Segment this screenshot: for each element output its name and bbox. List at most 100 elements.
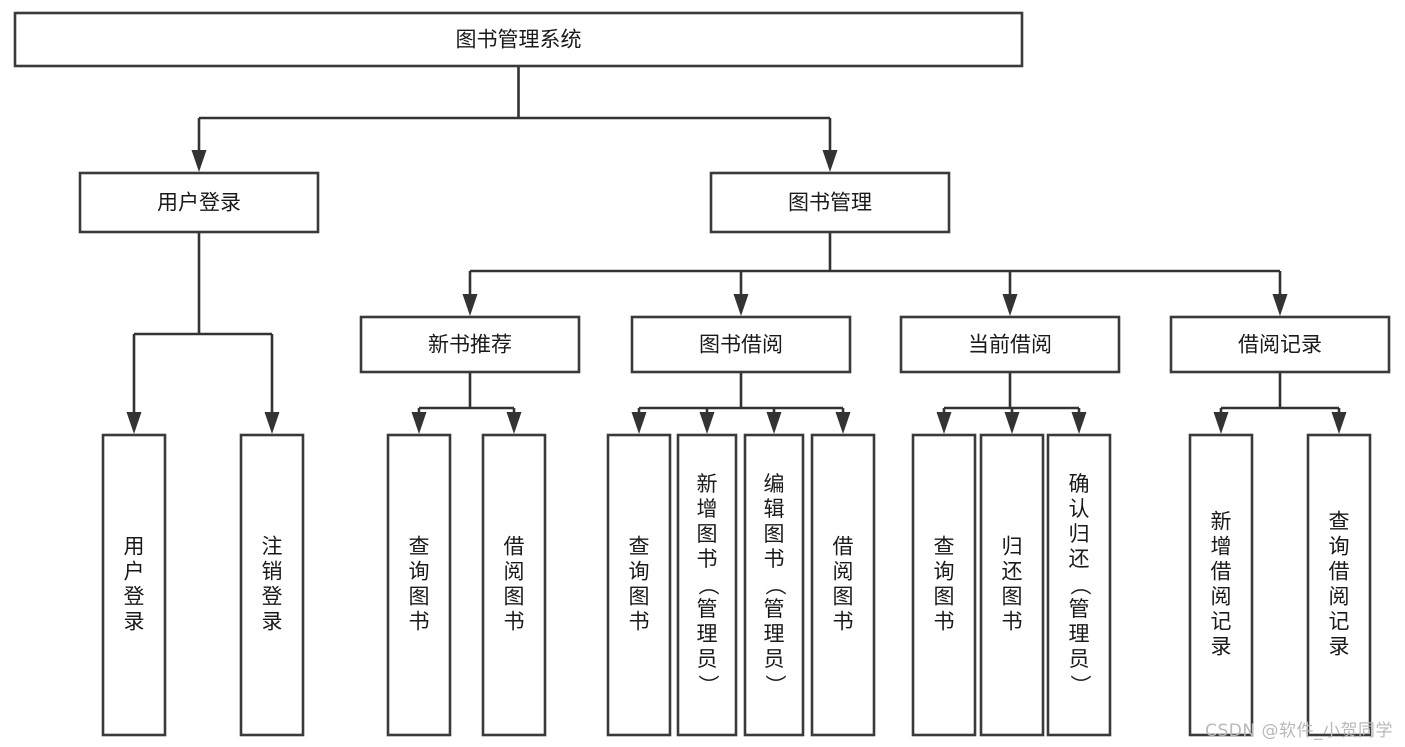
node-label-char: 书 bbox=[833, 610, 854, 634]
node-borrow-record[interactable]: 借阅记录 bbox=[1169, 315, 1391, 374]
node-box bbox=[743, 433, 805, 737]
node-label-char: 借 bbox=[1211, 560, 1232, 584]
node-label-char: 图 bbox=[504, 585, 525, 609]
node-label-char: 书 bbox=[764, 547, 785, 571]
node-label-char: 借 bbox=[1329, 560, 1350, 584]
node-label-char: 新 bbox=[1211, 510, 1232, 534]
node-box bbox=[630, 315, 852, 374]
node-label-char: 还 bbox=[1002, 560, 1023, 584]
node-label-char: 录 bbox=[1211, 635, 1232, 659]
node-label-char: 登 bbox=[124, 585, 145, 609]
connector-group-user_login bbox=[126, 232, 280, 434]
connector-group-new_book_rec bbox=[411, 372, 522, 434]
node-label-char: 管 bbox=[1069, 597, 1090, 621]
node-box bbox=[606, 433, 672, 737]
node-label-char: 图 bbox=[629, 585, 650, 609]
node-book-manage[interactable]: 图书管理 bbox=[709, 171, 951, 234]
node-label: 当前借阅 bbox=[968, 333, 1052, 357]
node-label: 用户登录 bbox=[157, 191, 241, 215]
node-label-char: 询 bbox=[409, 560, 430, 584]
node-label: 图书管理系统 bbox=[456, 28, 582, 52]
node-label-char: 员 bbox=[1069, 647, 1090, 671]
node-label-char: 用 bbox=[124, 535, 145, 559]
node-label-char: 书 bbox=[629, 610, 650, 634]
node-label-char: ） bbox=[696, 675, 720, 696]
node-box bbox=[979, 433, 1045, 737]
node-label-char: 管 bbox=[697, 597, 718, 621]
node-current-borrow[interactable]: 当前借阅 bbox=[899, 315, 1121, 374]
node-label-char: 书 bbox=[697, 547, 718, 571]
node-label-char: 登 bbox=[262, 585, 283, 609]
node-label-char: 阅 bbox=[833, 560, 854, 584]
node-label-char: 图 bbox=[697, 522, 718, 546]
node-label-char: 借 bbox=[833, 535, 854, 559]
node-label-char: 记 bbox=[1329, 610, 1350, 634]
node-box bbox=[13, 11, 1024, 68]
connector-layer bbox=[126, 66, 1347, 434]
node-label-char: 阅 bbox=[1329, 585, 1350, 609]
node-label-char: 还 bbox=[1069, 547, 1090, 571]
node-label-char: 员 bbox=[764, 647, 785, 671]
node-box bbox=[676, 433, 738, 737]
node-label-char: 归 bbox=[1002, 535, 1023, 559]
node-box bbox=[1169, 315, 1391, 374]
node-label-char: 销 bbox=[262, 560, 283, 584]
node-label-char: 增 bbox=[697, 497, 718, 521]
node-label-char: 阅 bbox=[1211, 585, 1232, 609]
node-label-char: 员 bbox=[697, 647, 718, 671]
node-box bbox=[1188, 433, 1254, 737]
node-label-char: （ bbox=[1068, 575, 1092, 596]
node-label-char: 新 bbox=[697, 472, 718, 496]
node-label-char: 录 bbox=[124, 610, 145, 634]
node-label-char: 询 bbox=[629, 560, 650, 584]
node-label-char: 认 bbox=[1069, 497, 1090, 521]
node-label-char: 管 bbox=[764, 597, 785, 621]
node-box bbox=[911, 433, 977, 737]
node-box bbox=[1046, 433, 1112, 737]
node-label-char: 书 bbox=[409, 610, 430, 634]
node-box bbox=[101, 433, 167, 737]
node-label-char: （ bbox=[763, 575, 787, 596]
node-label-char: 书 bbox=[504, 610, 525, 634]
node-layer: 图书管理系统用户登录图书管理新书推荐图书借阅当前借阅借阅记录用户登录注销登录查询… bbox=[13, 11, 1391, 737]
connector-group-book_manage bbox=[462, 232, 1288, 316]
node-label-char: 查 bbox=[629, 535, 650, 559]
node-leaf-user-login[interactable]: 用户登录 bbox=[101, 433, 167, 737]
connector-group-current_borrow bbox=[936, 372, 1087, 434]
node-root[interactable]: 图书管理系统 bbox=[13, 11, 1024, 68]
connector-group-borrow_record bbox=[1213, 372, 1347, 434]
node-label-char: 理 bbox=[764, 622, 785, 646]
node-new-book-rec[interactable]: 新书推荐 bbox=[359, 315, 581, 374]
node-label-char: 询 bbox=[1329, 535, 1350, 559]
node-user-login[interactable]: 用户登录 bbox=[78, 171, 320, 234]
node-label-char: 户 bbox=[124, 560, 145, 584]
node-label-char: 询 bbox=[934, 560, 955, 584]
node-label-char: 录 bbox=[262, 610, 283, 634]
node-label-char: 图 bbox=[1002, 585, 1023, 609]
node-label-char: 查 bbox=[934, 535, 955, 559]
node-label-char: 阅 bbox=[504, 560, 525, 584]
node-label-char: 查 bbox=[409, 535, 430, 559]
node-book-borrow[interactable]: 图书借阅 bbox=[630, 315, 852, 374]
node-label: 新书推荐 bbox=[428, 333, 512, 357]
node-label: 图书借阅 bbox=[699, 333, 783, 357]
node-box bbox=[78, 171, 320, 234]
connector-group-book_borrow bbox=[631, 372, 851, 434]
connector-group-root bbox=[191, 66, 838, 172]
node-box bbox=[239, 433, 305, 737]
node-label-char: 书 bbox=[1002, 610, 1023, 634]
